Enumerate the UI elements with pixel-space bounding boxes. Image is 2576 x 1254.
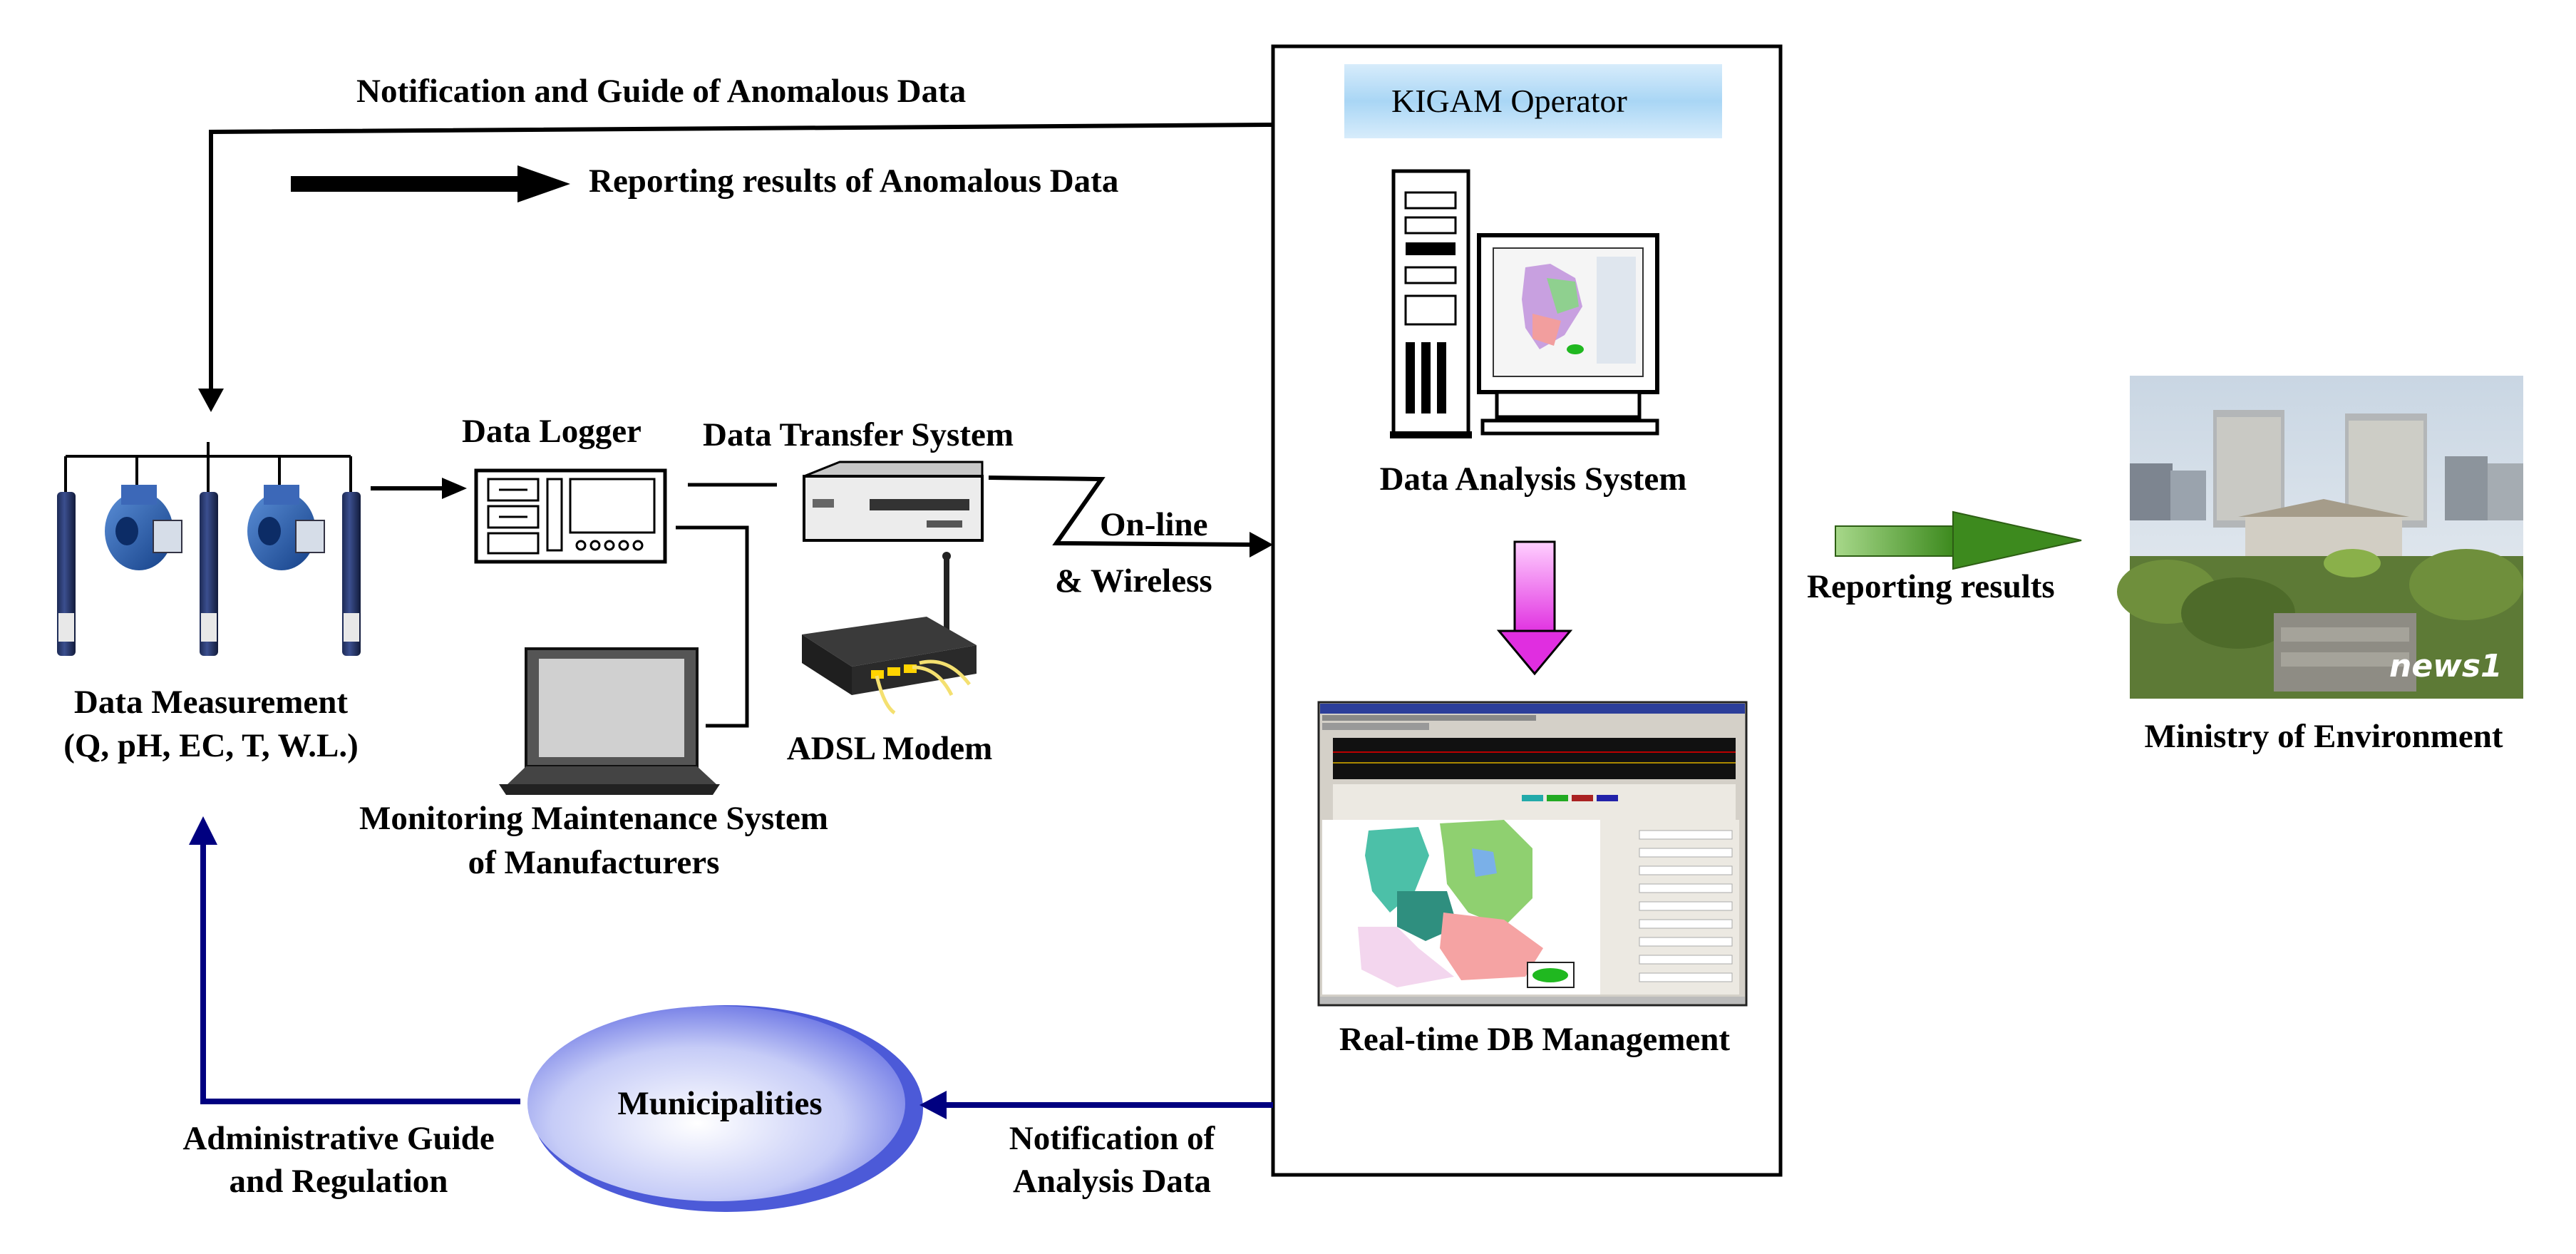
data-analysis-computer-icon xyxy=(1390,169,1659,438)
label-data-logger: Data Logger xyxy=(462,413,642,450)
label-notification-guide: Notification and Guide of Anomalous Data xyxy=(356,73,967,110)
reporting-anomalous-arrow xyxy=(291,165,570,202)
label-wireless: & Wireless xyxy=(1055,562,1212,600)
notification-feedback-arrow xyxy=(198,123,1274,412)
label-reporting-anomalous: Reporting results of Anomalous Data xyxy=(589,163,1119,200)
notification-analysis-navy-arrow xyxy=(919,1091,1273,1119)
kigam-operator-band xyxy=(1344,64,1722,138)
online-wireless-arrow xyxy=(988,476,1273,557)
label-data-measurement-line2: (Q, pH, EC, T, W.L.) xyxy=(63,727,359,764)
green-reporting-arrow xyxy=(1835,510,2082,570)
label-ministry: Ministry of Environment xyxy=(2144,718,2503,755)
label-data-measurement-line1: Data Measurement xyxy=(73,684,349,721)
data-logger-icon xyxy=(474,468,667,564)
label-realtime-db: Real-time DB Management xyxy=(1339,1021,1731,1058)
label-admin-line2: and Regulation xyxy=(229,1163,448,1200)
news-logo: news1 xyxy=(2389,648,2503,684)
label-notification-line2: Analysis Data xyxy=(1012,1163,1212,1200)
realtime-db-screenshot-icon xyxy=(1317,701,1748,1007)
label-admin-line1: Administrative Guide xyxy=(182,1120,495,1157)
label-data-analysis-system: Data Analysis System xyxy=(1379,461,1687,498)
measurement-to-logger-arrow xyxy=(371,478,467,499)
label-municipalities: Municipalities xyxy=(617,1085,823,1122)
administrative-guide-navy-arrow xyxy=(189,816,520,1104)
label-monitoring-line2: of Manufacturers xyxy=(468,844,720,881)
label-reporting-results: Reporting results xyxy=(1807,568,2055,605)
logger-connection-lines xyxy=(676,483,777,728)
label-kigam-operator: KIGAM Operator xyxy=(1391,83,1627,119)
label-data-transfer-system: Data Transfer System xyxy=(703,416,1014,453)
label-adsl-modem: ADSL Modem xyxy=(786,730,993,767)
label-online: On-line xyxy=(1100,506,1208,543)
data-transfer-system-icon xyxy=(803,461,984,542)
ministry-building-photo xyxy=(2117,376,2523,699)
data-measurement-sensors-icon xyxy=(57,442,361,656)
magenta-down-arrow xyxy=(1496,540,1573,676)
adsl-modem-icon xyxy=(802,552,977,715)
municipalities-ellipse xyxy=(527,1005,923,1212)
label-monitoring-line1: Monitoring Maintenance System xyxy=(359,800,828,837)
label-notification-line1: Notification of xyxy=(1009,1120,1215,1157)
laptop-icon xyxy=(499,647,720,795)
